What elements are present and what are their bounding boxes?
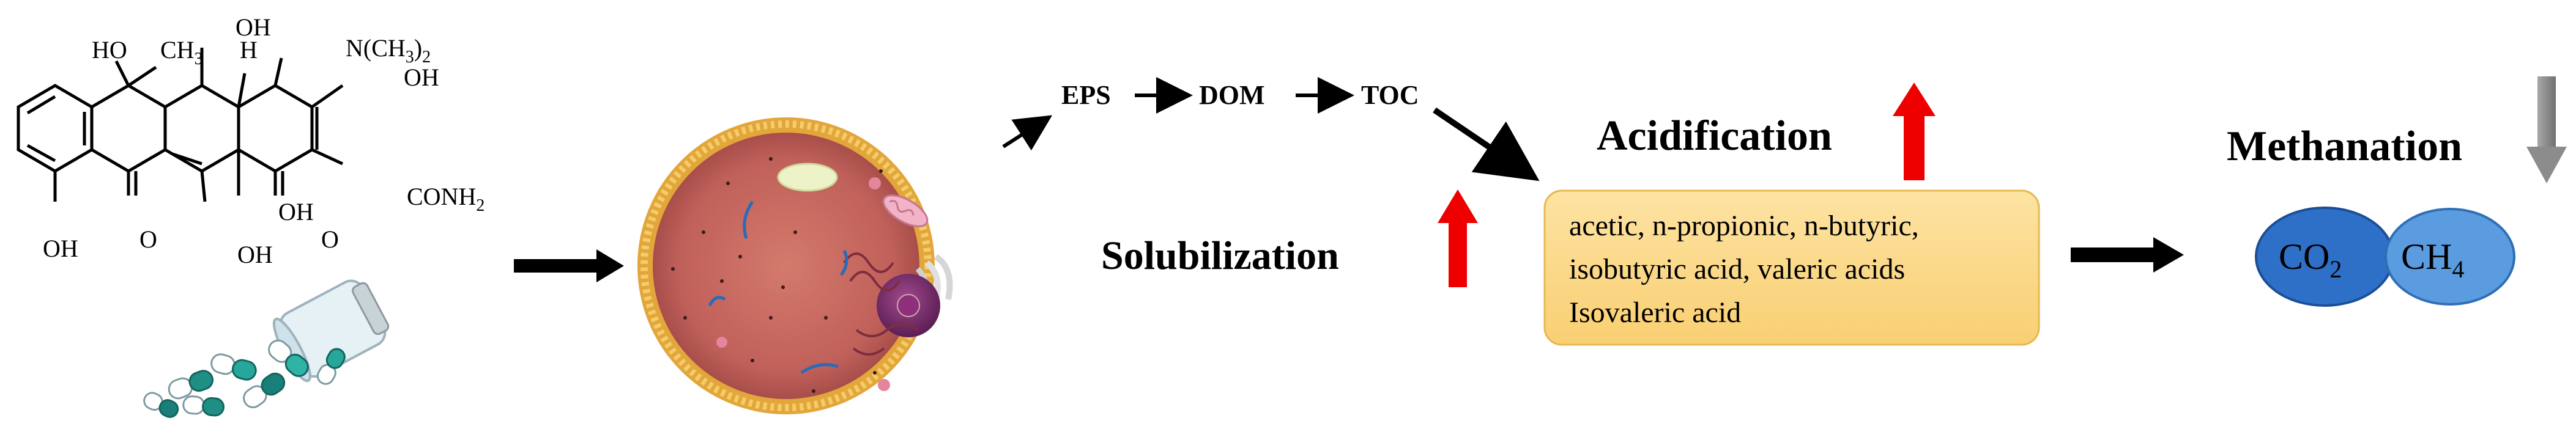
mitochondrion-icon <box>882 194 929 227</box>
ch4-bubble: CH4 <box>2385 208 2515 306</box>
label-solubilization: Solubilization <box>1101 233 1339 278</box>
cell-icon <box>637 117 953 414</box>
label-acidification: Acidification <box>1597 112 1832 160</box>
ribosomes-icon <box>671 157 883 393</box>
label-nme2: N(CH3)2 <box>346 34 431 67</box>
label-conh2: CONH2 <box>407 183 484 215</box>
label-methanation: Methanation <box>2227 123 2462 170</box>
solubilization-up-arrow-icon <box>1438 189 1478 287</box>
label-ho-top: HO <box>92 36 127 64</box>
vacuole-icon <box>777 163 838 192</box>
er-icon <box>843 252 919 356</box>
ring-d <box>237 84 314 173</box>
label-o-right: O <box>321 226 339 253</box>
acid-line-2: isobutyric acid, valeric acids <box>1569 253 1905 285</box>
acid-box: acetic, n-propionic, n-butyric, isobutyr… <box>1543 189 2040 346</box>
co2-bubble: CO2 <box>2255 207 2394 307</box>
label-toc: TOC <box>1361 80 1419 110</box>
label-oh-bottom-left: OH <box>43 235 78 262</box>
label-oh-top: OH <box>236 13 271 41</box>
ring-c <box>163 84 240 173</box>
tetracycline-labels: HO CH3 OH H N(CH3)2 OH CONH2 OH O OH OH … <box>43 13 484 268</box>
label-h: H <box>240 36 258 64</box>
acid-line-3: Isovaleric acid <box>1569 296 1741 329</box>
label-ch3: CH3 <box>160 36 203 68</box>
label-eps: EPS <box>1061 80 1111 110</box>
capsules <box>143 339 346 418</box>
label-co2: CO2 <box>2279 237 2342 283</box>
pills-bottle-icon <box>143 279 390 418</box>
label-o-left: O <box>139 226 157 253</box>
acidification-up-arrow-icon <box>1893 82 1936 180</box>
label-oh-mid2: OH <box>237 241 273 268</box>
acid-line-1: acetic, n-propionic, n-butyric, <box>1569 210 1919 242</box>
aromatic-ring <box>17 84 94 173</box>
ring-b <box>90 84 167 173</box>
methanation-down-arrow-icon <box>2526 76 2567 183</box>
cytoskeleton-icon <box>708 200 848 375</box>
label-oh-right: OH <box>404 64 439 91</box>
tetracycline-structure <box>17 48 344 202</box>
label-ch4: CH4 <box>2401 237 2464 283</box>
arrow-to-methanation <box>2071 237 2184 273</box>
arrow-to-cell <box>514 249 624 282</box>
arrow-cell-to-eps <box>1002 115 1053 151</box>
arrow-toc-to-acids <box>1433 107 1540 182</box>
label-dom: DOM <box>1199 80 1265 110</box>
label-oh-mid: OH <box>278 198 314 226</box>
